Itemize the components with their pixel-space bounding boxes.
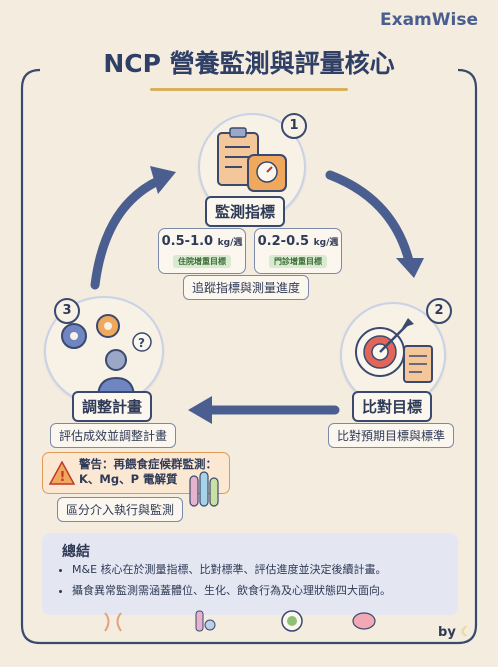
arrow-head-2-to-3 [188, 396, 212, 424]
summary-title: 總結 [62, 544, 90, 560]
metric-outpatient-unit: kg/週 [313, 238, 339, 248]
target-clipboard-icon [355, 318, 433, 383]
metric-outpatient-tag: 門診增重目標 [269, 255, 327, 268]
step-3-description: 評估成效並調整計畫 [50, 423, 177, 448]
metric-outpatient-value: 0.2-0.5 [257, 234, 310, 249]
step-2-circle [340, 302, 446, 408]
step-2-description: 比對預期目標與標準 [328, 423, 455, 448]
metric-outpatient: 0.2-0.5 kg/週 門診增重目標 [254, 228, 342, 274]
warning-line-2: K、Mg、P 電解質 [79, 472, 178, 486]
arrow-head-3-to-1 [150, 166, 176, 194]
step-3-badge: 3 [54, 298, 80, 324]
svg-text:!: ! [60, 470, 66, 485]
brand-logo: ExamWise [380, 10, 478, 30]
summary-panel: 總結 M&E 核心在於測量指標、比對標準、評估進度並決定後續計畫。 攝食異常監測… [42, 533, 458, 615]
step-3-label: 調整計畫 [72, 391, 153, 422]
summary-list: M&E 核心在於測量指標、比對標準、評估進度並決定後續計畫。 攝食異常監測需涵蓋… [58, 559, 460, 601]
arrow-3-to-1 [90, 175, 165, 290]
step-1-label: 監測指標 [205, 196, 286, 227]
summary-point: M&E 核心在於測量指標、比對標準、評估進度並決定後續計畫。 [72, 559, 460, 580]
summary-point: 攝食異常監測需涵蓋體位、生化、飲食行為及心理狀態四大面向。 [72, 580, 460, 601]
test-tubes-icon [189, 471, 219, 507]
brain-icon [352, 612, 376, 630]
frame-border [20, 68, 478, 645]
arrow-head-1-to-2 [396, 258, 424, 278]
test-tube-icon [195, 610, 216, 632]
svg-text:?: ? [138, 336, 145, 350]
bottom-icons [104, 610, 376, 632]
metric-inpatient-value: 0.5-1.0 [161, 234, 214, 249]
byline-text: by [438, 625, 456, 640]
plate-icon [281, 610, 303, 632]
step-2-badge: 2 [426, 298, 452, 324]
metric-inpatient: 0.5-1.0 kg/週 住院增重目標 [158, 228, 246, 274]
metric-inpatient-unit: kg/週 [217, 238, 243, 248]
step-2-label: 比對目標 [352, 391, 433, 422]
warning-box: ! 警告：再餵食症候群監測： K、Mg、P 電解質 [42, 452, 230, 494]
byline: by ☾ [438, 625, 472, 640]
clipboard-scale-icon [217, 127, 287, 192]
person-gears-icon: ? [61, 314, 152, 399]
step-1-badge: 1 [281, 113, 307, 139]
arrow-1-to-2 [325, 170, 415, 270]
page-title: NCP 營養監測與評量核心 [103, 49, 395, 78]
intervention-note: 區分介入執行與監測 [57, 497, 184, 522]
warning-line-1: 警告：再餵食症候群監測： [79, 457, 217, 471]
banana-icon: ☾ [460, 625, 472, 640]
step-3-circle: ? [44, 296, 164, 406]
step-1-description: 追蹤指標與測量進度 [183, 275, 310, 300]
title-underline [150, 88, 348, 91]
body-icon [104, 612, 122, 632]
metric-inpatient-tag: 住院增重目標 [173, 255, 231, 268]
warning-icon: ! [49, 461, 75, 485]
